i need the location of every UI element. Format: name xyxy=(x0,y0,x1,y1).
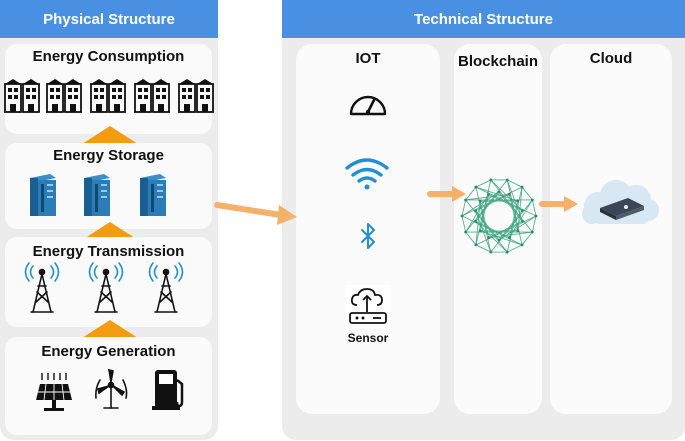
building-icon xyxy=(178,79,214,113)
tower-icon xyxy=(148,262,184,313)
blockchain-icon xyxy=(460,178,538,254)
battery-cabinet-icon xyxy=(140,174,166,216)
arrow-physical-to-iot xyxy=(214,202,297,225)
energy-consumption-label: Energy Consumption xyxy=(32,48,185,65)
arrow-up-storage-to-consumption xyxy=(82,126,138,144)
tower-icon xyxy=(88,262,124,313)
building-icon xyxy=(4,79,40,113)
building-icon xyxy=(134,79,170,113)
arrow-up-transmission-to-storage xyxy=(82,222,138,240)
cloud-server-icon xyxy=(582,180,659,224)
fuel-pump-icon xyxy=(152,370,184,410)
wind-turbine-icon xyxy=(95,368,128,409)
arrow-up-generation-to-transmission xyxy=(82,320,138,338)
battery-cabinet-icon xyxy=(84,174,110,216)
battery-cabinet-icon xyxy=(30,174,56,216)
blockchain-title: Blockchain xyxy=(457,53,539,70)
arrow-blockchain-to-cloud xyxy=(539,196,578,212)
energy-storage-label: Energy Storage xyxy=(53,147,164,164)
physical-structure-header: Physical Structure xyxy=(0,0,218,38)
bluetooth-icon xyxy=(361,223,375,249)
cloud-title: Cloud xyxy=(589,50,633,67)
building-icon xyxy=(90,79,126,113)
tower-icon xyxy=(24,262,60,313)
solar-panel-icon xyxy=(36,373,72,411)
iot-title: IOT xyxy=(355,50,381,67)
building-icon xyxy=(46,79,82,113)
technical-structure-header: Technical Structure xyxy=(282,0,685,38)
arrow-iot-to-blockchain xyxy=(427,186,466,202)
cloud-column xyxy=(550,44,672,414)
sensor-label: Sensor xyxy=(347,331,389,345)
sensor-icon xyxy=(345,285,391,329)
gauge-icon xyxy=(349,95,387,116)
wifi-icon xyxy=(345,158,389,190)
energy-generation-label: Energy Generation xyxy=(41,343,176,360)
energy-transmission-label: Energy Transmission xyxy=(32,243,185,260)
